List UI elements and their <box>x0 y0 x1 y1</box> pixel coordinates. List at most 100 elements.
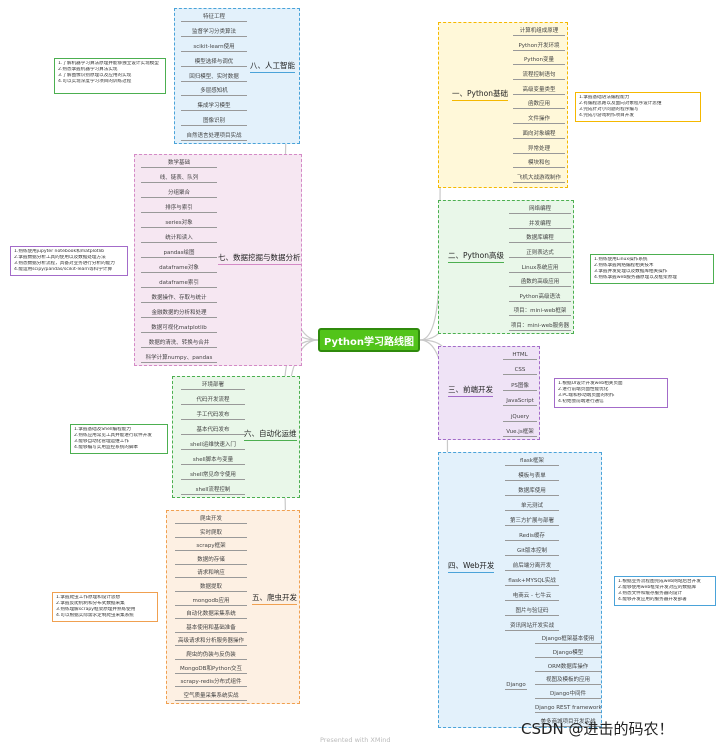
branch-2-label[interactable]: 二、Python高级 <box>448 250 504 263</box>
list-item[interactable]: 函数的高级应用 <box>509 278 571 288</box>
list-item[interactable]: Git版本控制 <box>505 547 559 556</box>
list-item[interactable]: Django REST framework <box>535 705 601 714</box>
list-item[interactable]: 图片与验证码 <box>505 607 559 616</box>
list-item[interactable]: 集成学习模型 <box>181 102 247 112</box>
list-item[interactable]: 金融数据的分析和处理 <box>141 309 217 318</box>
list-item[interactable]: 模板与表单 <box>505 472 559 481</box>
list-item[interactable]: MongoDB和Python交互 <box>175 665 247 674</box>
list-item[interactable]: 数学基础 <box>141 159 217 168</box>
list-item[interactable]: Python开发环境 <box>513 42 565 51</box>
list-item[interactable]: dataframe对象 <box>141 264 217 273</box>
list-item[interactable]: 科学计算numpy、pandas <box>141 354 217 363</box>
list-item[interactable]: 流程控制语句 <box>513 71 565 81</box>
list-item[interactable]: 前后端分离开发 <box>505 562 559 571</box>
list-item[interactable]: jQuery <box>503 413 537 422</box>
django-label[interactable]: Django <box>505 682 527 690</box>
list-item[interactable]: 空气质量采集系统实战 <box>175 692 247 701</box>
list-item[interactable]: mongodb应用 <box>175 597 247 606</box>
list-item[interactable]: 自动化数据采集系统 <box>175 610 247 620</box>
list-item[interactable]: 正则表达式 <box>509 249 571 258</box>
list-item[interactable]: scrapy框架 <box>175 542 247 552</box>
list-item[interactable]: dataframe索引 <box>141 279 217 288</box>
list-item[interactable]: PS图像 <box>503 382 537 391</box>
list-item[interactable]: 自然语言处理项目实战 <box>181 132 247 141</box>
list-item[interactable]: 排序与索引 <box>141 204 217 213</box>
list-item[interactable]: flask框架 <box>505 457 559 466</box>
list-item[interactable]: shell运维快速入门 <box>181 441 245 450</box>
list-item[interactable]: 飞机大战游戏制作 <box>513 174 565 183</box>
list-item[interactable]: 面向对象编程 <box>513 130 565 139</box>
list-item[interactable]: 高级变量类型 <box>513 86 565 95</box>
list-item[interactable]: 爬虫开发 <box>175 515 247 524</box>
list-item[interactable]: 数据可视化matplotlib <box>141 324 217 333</box>
list-item[interactable]: ORM数据库操作 <box>535 663 601 672</box>
list-item[interactable]: 回归模型、实时数据 <box>181 73 247 82</box>
list-item[interactable]: 数据库编程 <box>509 234 571 244</box>
list-item[interactable]: flask+MYSQL实战 <box>505 577 559 586</box>
list-item[interactable]: 美多商城项目开发实战 <box>535 718 601 727</box>
list-item[interactable]: 实时爬取 <box>175 529 247 538</box>
list-item[interactable]: Django模型 <box>535 649 601 658</box>
branch-7-label[interactable]: 七、数据挖掘与数据分析 <box>218 252 301 265</box>
list-item[interactable]: CSS <box>503 366 537 376</box>
list-item[interactable]: pandas绘图 <box>141 249 217 258</box>
list-item[interactable]: 项目：mini-web框架 <box>509 307 571 317</box>
list-item[interactable]: 异常处理 <box>513 145 565 154</box>
branch-4-label[interactable]: 四、Web开发 <box>448 560 495 573</box>
list-item[interactable]: shell常见命令使用 <box>181 471 245 480</box>
list-item[interactable]: Django中间件 <box>535 690 601 700</box>
branch-8-label[interactable]: 八、人工智能 <box>250 60 295 73</box>
list-item[interactable]: 监督学习分类算法 <box>181 28 247 37</box>
list-item[interactable]: shell流程控制 <box>181 486 245 495</box>
list-item[interactable]: 函数应用 <box>513 100 565 110</box>
list-item[interactable]: 手工代码发布 <box>181 411 245 420</box>
list-item[interactable]: 模型选择与调优 <box>181 58 247 67</box>
list-item[interactable]: 数据的清洗、转换与合并 <box>141 339 217 348</box>
list-item[interactable]: 数据库使用 <box>505 487 559 496</box>
list-item[interactable]: Redis缓存 <box>505 532 559 541</box>
list-item[interactable]: 网络编程 <box>509 205 571 214</box>
list-item[interactable]: 环境部署 <box>181 381 245 390</box>
list-item[interactable]: 数据操作、存取与统计 <box>141 294 217 303</box>
branch-1-label[interactable]: 一、Python基础 <box>452 88 508 101</box>
list-item[interactable]: 线、链表、队列 <box>141 174 217 183</box>
list-item[interactable]: 文件操作 <box>513 115 565 125</box>
list-item[interactable]: 爬虫的伪装与反伪装 <box>175 651 247 661</box>
list-item[interactable]: 代码开发流程 <box>181 396 245 405</box>
list-item[interactable]: 视图及模板的应用 <box>535 676 601 686</box>
list-item[interactable]: 特征工程 <box>181 13 247 22</box>
list-item[interactable]: 并发编程 <box>509 220 571 229</box>
list-item[interactable]: 单元测试 <box>505 502 559 511</box>
list-item[interactable]: Vue.js框架 <box>503 428 537 437</box>
branch-3-label[interactable]: 三、前端开发 <box>448 384 493 397</box>
list-item[interactable]: 电商云 - 七牛云 <box>505 592 559 601</box>
list-item[interactable]: scrapy-redis分布式组件 <box>175 678 247 688</box>
central-topic[interactable]: Python学习路线图 <box>318 328 420 352</box>
list-item[interactable]: Python高级语法 <box>509 293 571 302</box>
list-item[interactable]: 统计和读入 <box>141 234 217 243</box>
list-item[interactable]: 数据提取 <box>175 583 247 593</box>
list-item[interactable]: 高级请求和分析服务器操作 <box>175 637 247 647</box>
list-item[interactable]: 基本代码发布 <box>181 426 245 435</box>
list-item[interactable]: scikit-learn使用 <box>181 43 247 52</box>
list-item[interactable]: shell脚本与变量 <box>181 456 245 465</box>
branch-5-label[interactable]: 五、爬虫开发 <box>252 592 297 605</box>
list-item[interactable]: HTML <box>503 351 537 360</box>
list-item[interactable]: 数据的存储 <box>175 556 247 565</box>
list-item[interactable]: JavaScript <box>503 397 537 407</box>
list-item[interactable]: 基本使用和基础准备 <box>175 624 247 633</box>
branch-6-label[interactable]: 六、自动化运维 <box>244 428 297 441</box>
list-item[interactable]: 计算机组成原理 <box>513 27 565 36</box>
list-item[interactable]: 模块和包 <box>513 159 565 169</box>
list-item[interactable]: 请求和响应 <box>175 569 247 579</box>
list-item[interactable]: 资讯网站开发实战 <box>505 622 559 631</box>
list-item[interactable]: Python变量 <box>513 56 565 66</box>
list-item[interactable]: 项目：mini-web服务器 <box>509 323 571 331</box>
list-item[interactable]: 分组聚合 <box>141 189 217 198</box>
list-item[interactable]: 图像识别 <box>181 117 247 127</box>
list-item[interactable]: 多层感知机 <box>181 87 247 97</box>
list-item[interactable]: Django框架基本使用 <box>535 635 601 644</box>
list-item[interactable]: series对象 <box>141 219 217 228</box>
list-item[interactable]: Linux系统应用 <box>509 264 571 273</box>
list-item[interactable]: 第三方扩展与部署 <box>505 517 559 526</box>
